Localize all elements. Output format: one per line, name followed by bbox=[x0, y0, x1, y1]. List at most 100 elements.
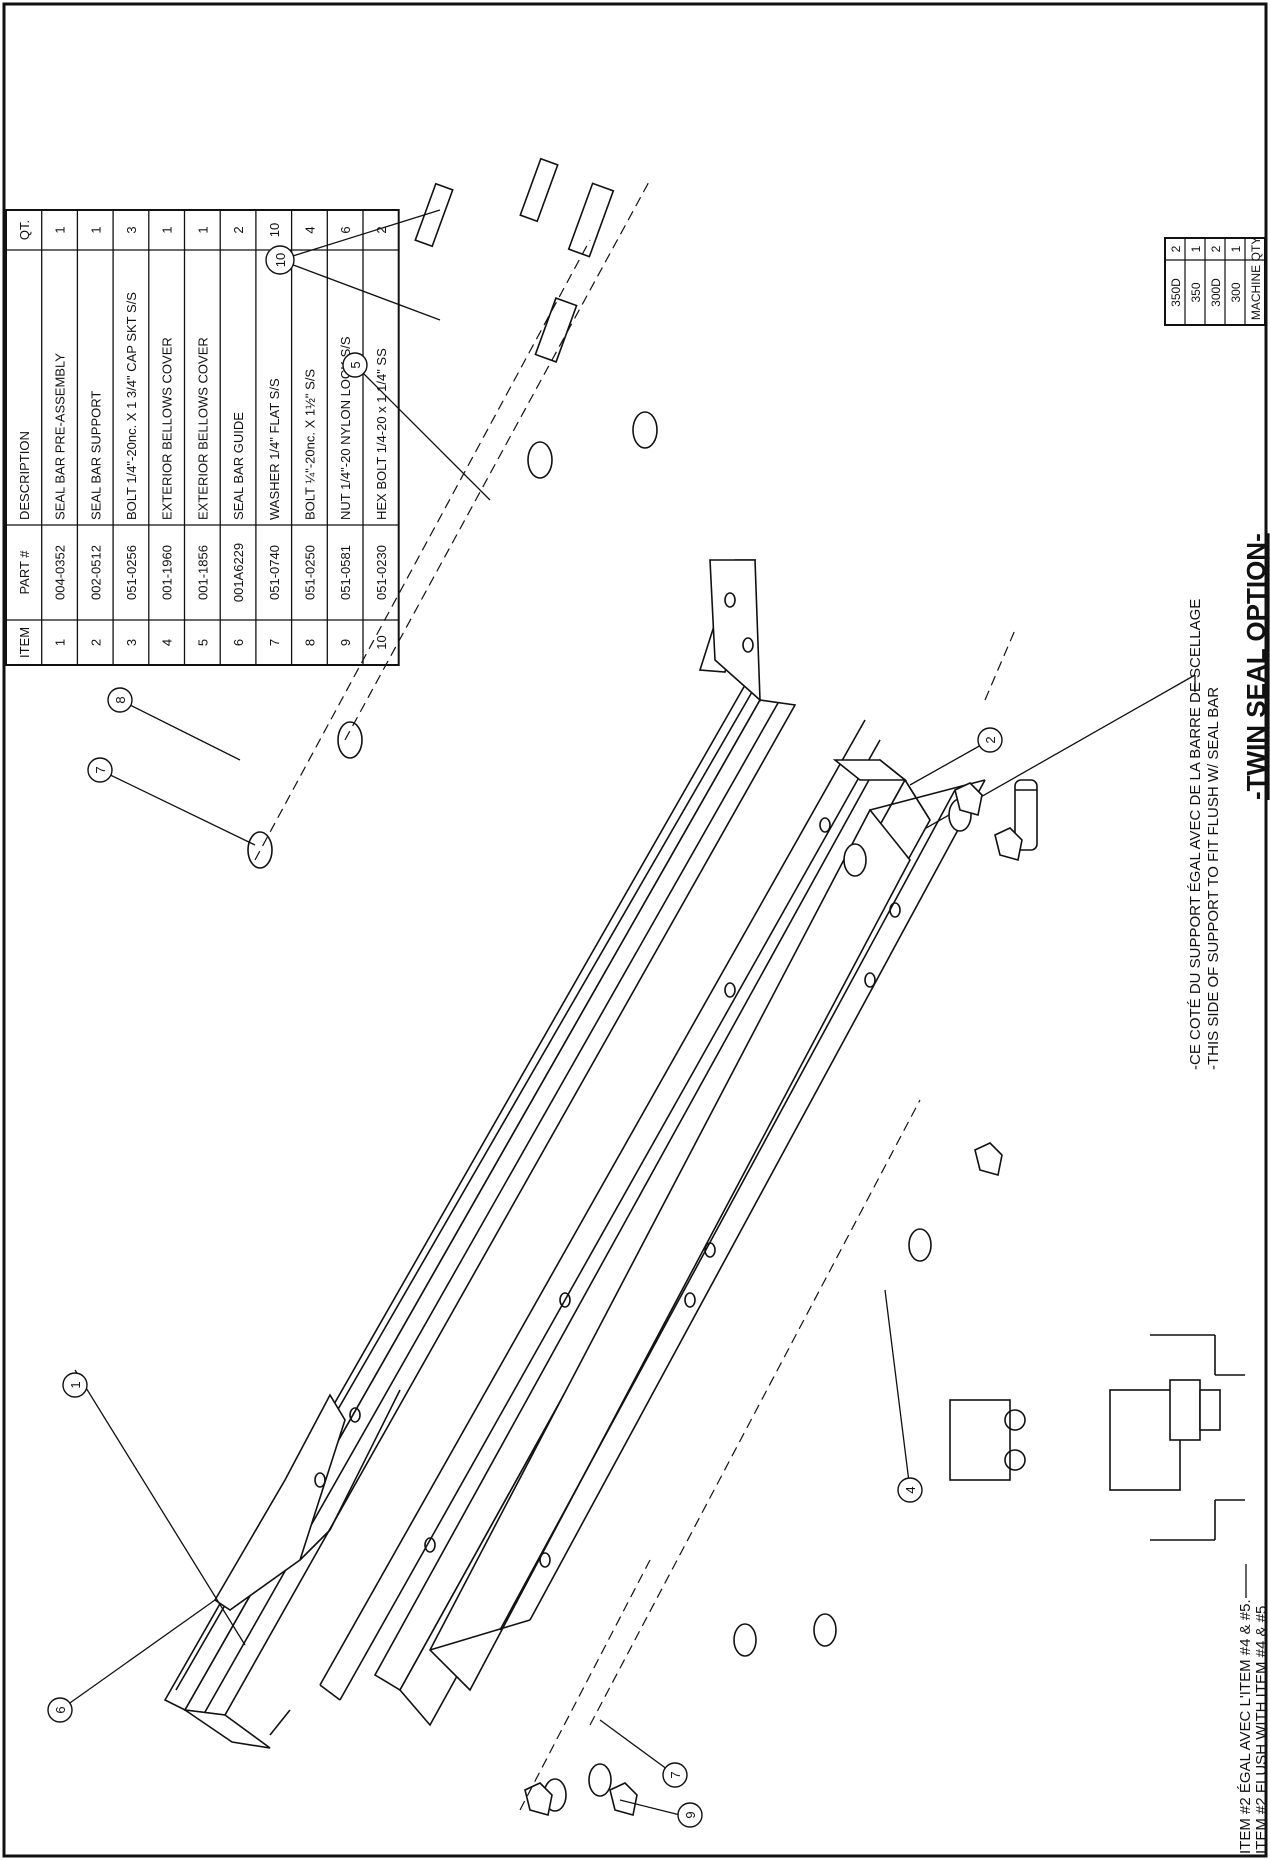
seal-bar-guide-right bbox=[698, 559, 761, 702]
callout-item-6: 6 bbox=[47, 1599, 216, 1723]
callout-item-2: 2 bbox=[909, 727, 1003, 786]
machine-header-qty: QTY bbox=[1249, 237, 1263, 262]
parts-cell-part: 051-0250 bbox=[302, 545, 317, 600]
exterior-bellows-cover-lower bbox=[429, 779, 986, 1692]
machine-cell-machine: 300 bbox=[1229, 282, 1243, 302]
parts-cell-description: SEAL BAR PRE-ASSEMBLY bbox=[53, 353, 68, 520]
parts-cell-part: 001-1856 bbox=[195, 545, 210, 600]
callouts: 1 6 7 8 10 bbox=[47, 209, 1003, 1828]
machine-cell-qty: 1 bbox=[1189, 245, 1203, 252]
parts-cell-part: 002-0512 bbox=[88, 545, 103, 600]
callout-item-9: 9 bbox=[619, 1799, 703, 1828]
drawing-title: -TWIN SEAL OPTION- bbox=[1241, 533, 1270, 800]
parts-cell-qty: 1 bbox=[160, 226, 175, 233]
svg-text:1: 1 bbox=[68, 1381, 83, 1388]
parts-cell-qty: 2 bbox=[374, 226, 389, 233]
parts-cell-item: 7 bbox=[267, 639, 282, 646]
parts-cell-part: 051-0230 bbox=[374, 545, 389, 600]
parts-cell-part: 051-0256 bbox=[124, 545, 139, 600]
svg-text:9: 9 bbox=[683, 1811, 698, 1818]
parts-table-text: ITEM PART # DESCRIPTION QT. 1 004-0352 SEAL BA… bbox=[17, 220, 389, 658]
parts-cell-part: 001A6229 bbox=[231, 543, 246, 602]
machine-cell-qty: 2 bbox=[1169, 245, 1183, 252]
cap-screw bbox=[1014, 779, 1038, 851]
parts-cell-part: 051-0581 bbox=[338, 545, 353, 600]
note-item2-flush-fr: ITEM #2 ÉGAL AVEC L'ITEM #4 & #5. bbox=[1237, 1599, 1254, 1854]
parts-cell-qty: 10 bbox=[267, 223, 282, 237]
exploded-view bbox=[163, 157, 1245, 1817]
parts-header-item: ITEM bbox=[17, 627, 32, 658]
parts-cell-description: HEX BOLT 1/4-20 x 1 1/4" SS bbox=[374, 348, 389, 520]
machine-cell-machine: 300D bbox=[1209, 278, 1223, 307]
callout-item-7: 7 bbox=[87, 757, 256, 846]
parts-cell-description: NUT 1/4"-20 NYLON LOCK S/S bbox=[338, 336, 353, 520]
svg-text:10: 10 bbox=[273, 253, 288, 267]
parts-cell-qty: 2 bbox=[231, 226, 246, 233]
washers-and-nuts bbox=[247, 411, 1023, 1817]
parts-cell-item: 9 bbox=[338, 639, 353, 646]
assembly-lines bbox=[254, 179, 1016, 1811]
parts-cell-qty: 6 bbox=[338, 226, 353, 233]
parts-cell-item: 2 bbox=[88, 639, 103, 646]
parts-table-grid bbox=[5, 209, 400, 666]
callout-item-8: 8 bbox=[107, 687, 241, 761]
parts-cell-description: SEAL BAR SUPPORT bbox=[88, 391, 103, 520]
note-item2-flush-en: ITEM #2 FLUSH WITH ITEM #4 & #5. bbox=[1253, 1601, 1270, 1854]
parts-cell-description: WASHER 1/4" FLAT S/S bbox=[267, 378, 282, 520]
parts-header-qty: QT. bbox=[17, 220, 32, 240]
machine-cell-qty: 1 bbox=[1229, 245, 1243, 252]
exterior-bellows-cover-upper bbox=[319, 719, 881, 1701]
parts-cell-item: 5 bbox=[195, 639, 210, 646]
machine-cell-qty: 2 bbox=[1209, 245, 1223, 252]
machine-header-machine: MACHINE bbox=[1249, 265, 1263, 320]
callout-item-1: 1 bbox=[62, 1369, 246, 1646]
parts-cell-part: 051-0740 bbox=[267, 545, 282, 600]
rotated-drawing: ITEM PART # DESCRIPTION QT. 1 004-0352 SEAL BA… bbox=[5, 157, 1270, 1854]
callout-item-10: 10 bbox=[265, 209, 441, 321]
machine-table-grid bbox=[1164, 237, 1266, 326]
parts-header-part: PART # bbox=[17, 550, 32, 595]
svg-text:7: 7 bbox=[668, 1771, 683, 1778]
parts-cell-description: SEAL BAR GUIDE bbox=[231, 412, 246, 520]
parts-cell-item: 10 bbox=[374, 635, 389, 649]
parts-cell-qty: 3 bbox=[124, 226, 139, 233]
parts-cell-qty: 1 bbox=[195, 226, 210, 233]
parts-cell-qty: 4 bbox=[302, 226, 317, 233]
parts-header-description: DESCRIPTION bbox=[17, 431, 32, 520]
svg-text:4: 4 bbox=[903, 1486, 918, 1493]
seal-bar-guide-left bbox=[213, 1389, 401, 1611]
note-support-flush-fr: -CE COTÉ DU SUPPORT ÉGAL AVEC DE LA BARR… bbox=[1187, 599, 1204, 1070]
svg-text:6: 6 bbox=[53, 1706, 68, 1713]
parts-cell-part: 001-1960 bbox=[160, 545, 175, 600]
hex-bolts bbox=[414, 157, 615, 363]
svg-text:2: 2 bbox=[983, 736, 998, 743]
parts-cell-description: EXTERIOR BELLOWS COVER bbox=[160, 337, 175, 520]
svg-text:7: 7 bbox=[93, 766, 108, 773]
parts-cell-qty: 1 bbox=[53, 226, 68, 233]
parts-cell-description: EXTERIOR BELLOWS COVER bbox=[195, 337, 210, 520]
parts-cell-description: BOLT ¼"-20nc. X 1½" S/S bbox=[302, 369, 317, 520]
parts-cell-description: BOLT 1/4"-20nc. X 1 3/4" CAP SKT S/S bbox=[124, 292, 139, 520]
parts-cell-item: 6 bbox=[231, 639, 246, 646]
machine-cell-machine: 350 bbox=[1189, 282, 1203, 302]
machine-cell-machine: 350D bbox=[1169, 278, 1183, 307]
parts-cell-item: 4 bbox=[160, 639, 175, 646]
parts-table: ITEM PART # DESCRIPTION QT. 1 004-0352 SEAL BA… bbox=[5, 209, 400, 666]
parts-cell-qty: 1 bbox=[88, 226, 103, 233]
parts-cell-item: 8 bbox=[302, 639, 317, 646]
callout-item-7-lower: 7 bbox=[599, 1719, 688, 1788]
svg-text:5: 5 bbox=[348, 361, 363, 368]
callout-item-5: 5 bbox=[342, 352, 491, 501]
parts-cell-item: 1 bbox=[53, 639, 68, 646]
parts-cell-part: 004-0352 bbox=[53, 545, 68, 600]
end-view-detail bbox=[949, 1334, 1245, 1541]
callout-item-4: 4 bbox=[884, 1289, 923, 1503]
svg-text:8: 8 bbox=[113, 696, 128, 703]
parts-cell-item: 3 bbox=[124, 639, 139, 646]
note-support-flush-en: -THIS SIDE OF SUPPORT TO FIT FLUSH W/ SE… bbox=[1205, 687, 1222, 1070]
